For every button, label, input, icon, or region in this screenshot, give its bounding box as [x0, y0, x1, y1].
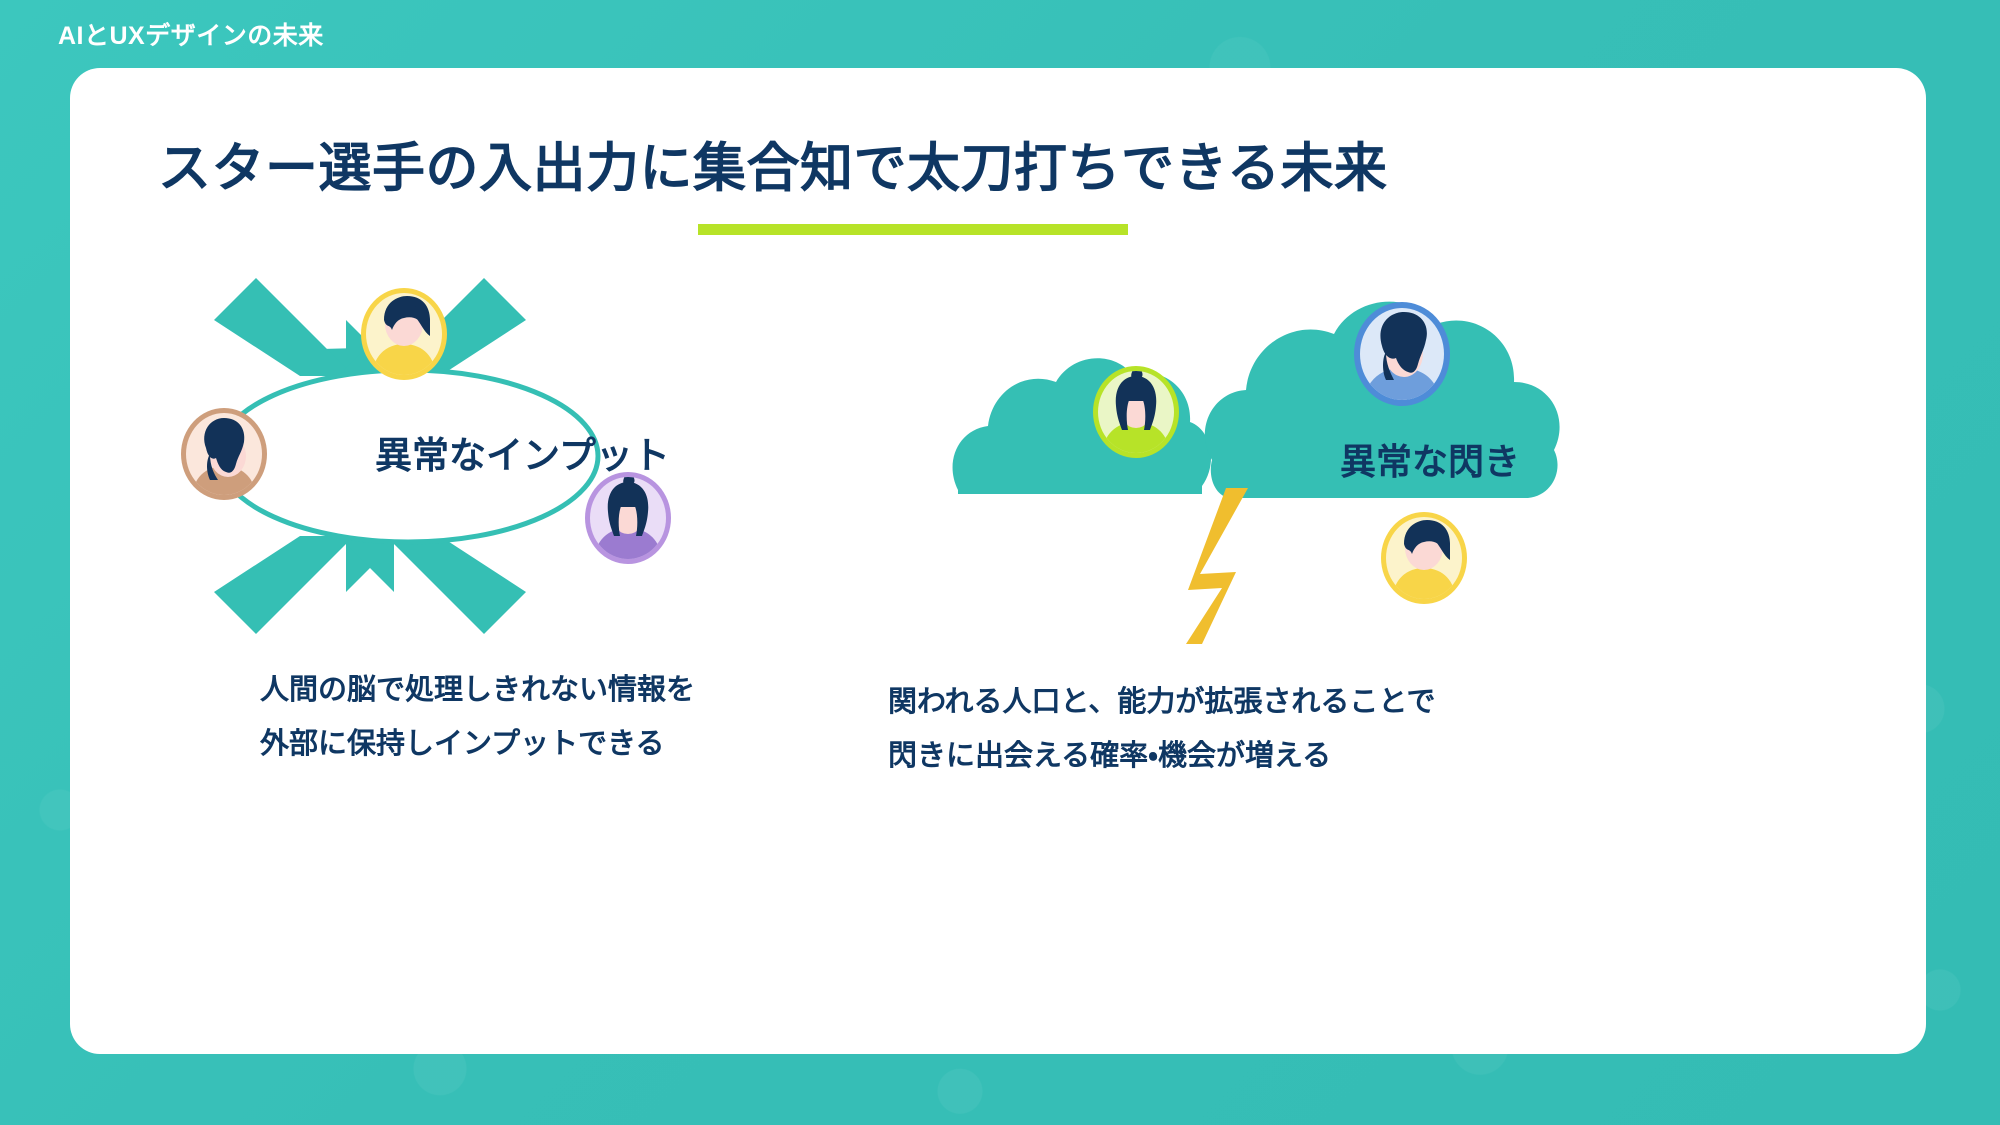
avatar-cloud-green — [1093, 366, 1179, 458]
page-title: スター選手の入出力に集合知で太刀打ちできる未来 — [158, 139, 1388, 198]
title-underline-highlight — [698, 224, 1128, 235]
slide-header-title: AIとUXデザインの未来 — [58, 22, 324, 50]
panel-abnormal-input: 異常なインプット — [181, 258, 910, 818]
page-title-wrap: スター選手の入出力に集合知で太刀打ちできる未来 — [158, 126, 1388, 235]
label-abnormal-spark: 異常な閃き — [1340, 441, 1521, 482]
content-card: スター選手の入出力に集合知で太刀打ちできる未来 — [70, 68, 1926, 1054]
caption-right-line-1: 関われる人口と、能力が拡張されることで — [888, 686, 1436, 718]
panel-abnormal-spark: 異常な閃き — [950, 258, 1850, 818]
avatar-bottom-yellow — [1381, 512, 1467, 604]
caption-left: 人間の脳で処理しきれない情報を 外部に保持しインプットできる — [260, 664, 695, 771]
left-panel-graphic — [181, 278, 671, 634]
caption-right: 関われる人口と、能力が拡張されることで 閃きに出会える確率・機会が増える — [888, 676, 1436, 783]
avatar-cloud-blue — [1354, 302, 1450, 406]
avatar-left-tan — [181, 408, 267, 500]
lightning-bolt-icon — [1186, 488, 1248, 644]
caption-right-line-2: 閃きに出会える確率・機会が増える — [888, 739, 1332, 772]
avatar-top-yellow — [361, 288, 447, 380]
caption-left-line-1: 人間の脳で処理しきれない情報を — [260, 674, 696, 706]
caption-left-line-2: 外部に保持しインプットできる — [260, 727, 665, 760]
label-abnormal-input: 異常なインプット — [375, 435, 670, 476]
right-panel-graphic — [952, 301, 1560, 644]
avatar-right-purple — [585, 472, 671, 564]
